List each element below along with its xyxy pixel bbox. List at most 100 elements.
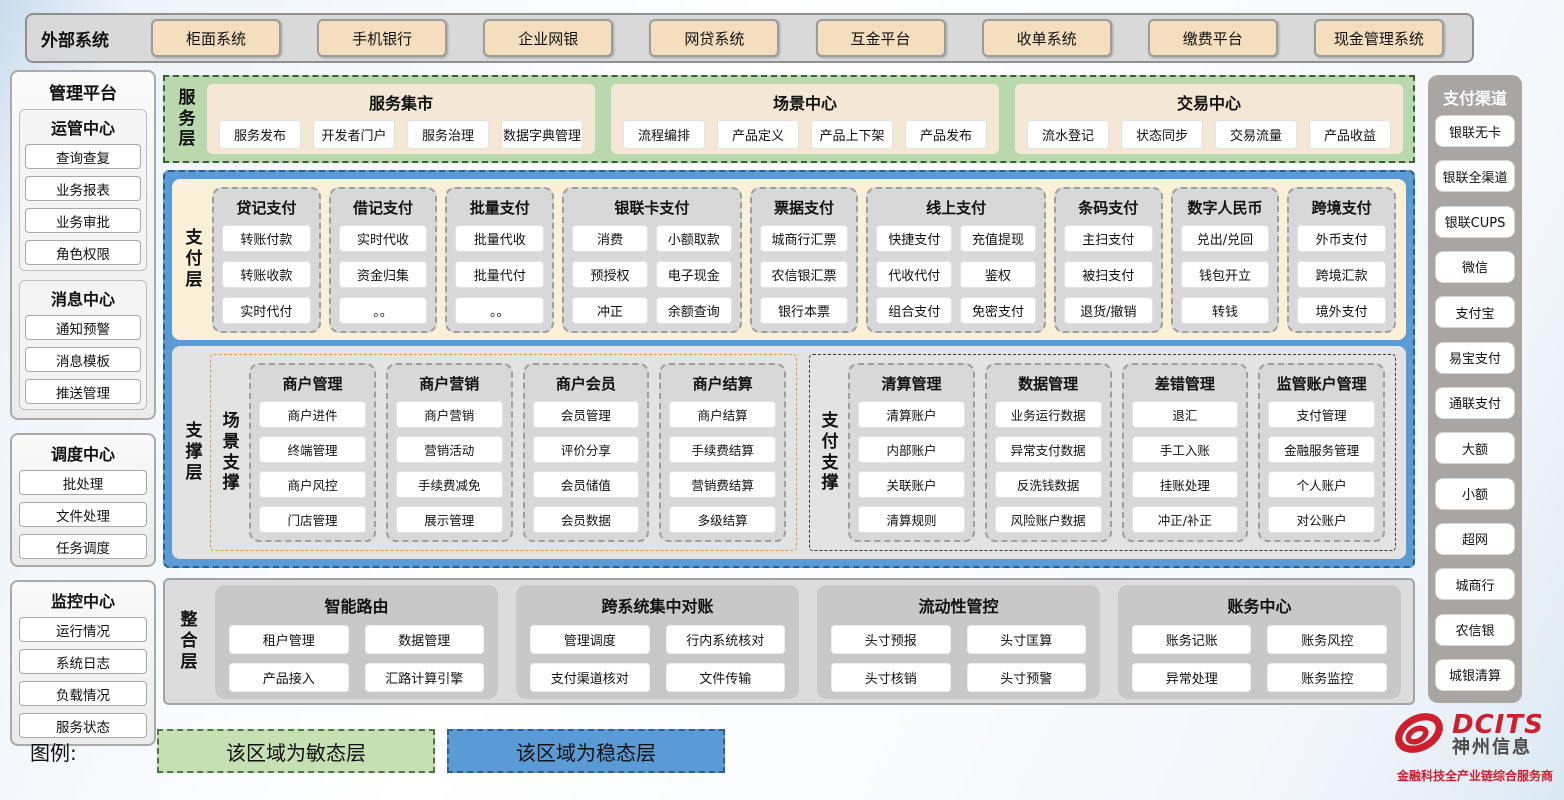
external-system-box: 互金平台 [815, 19, 946, 57]
support-column-title: 商户结算 [692, 375, 753, 393]
channel-item: 城银清算 [1435, 658, 1515, 691]
service-item: 交易流量 [1215, 120, 1298, 149]
payment-item: 境外支付 [1297, 296, 1386, 324]
management-group-title: 消息中心 [50, 290, 115, 309]
payment-item: 电子现金 [655, 260, 732, 288]
external-systems-label: 外部系统 [41, 30, 109, 51]
management-group-title: 监控中心 [50, 592, 115, 611]
payment-column: 批量支付 批量代收批量代付。。 [445, 186, 555, 333]
support-item: 营销费结算 [669, 471, 777, 498]
channel-item: 支付宝 [1435, 296, 1515, 329]
payment-item: 快捷支付 [876, 224, 953, 252]
support-column: 数据管理 业务运行数据异常支付数据反洗钱数据风险账户数据 [984, 363, 1112, 542]
management-group-items: 查询查复业务报表业务审批角色权限 [25, 144, 141, 265]
management-item: 推送管理 [25, 379, 141, 404]
support-column-title: 差错管理 [1154, 375, 1215, 393]
support-section-label: 支付支撑 [821, 411, 839, 494]
integration-item: 管理调度 [530, 624, 650, 654]
support-item: 商户结算 [669, 401, 777, 428]
support-item: 业务运行数据 [994, 401, 1102, 428]
payment-column-title: 贷记支付 [236, 198, 297, 217]
architecture-main: 服务层 服务集市 服务发布开发者门户服务治理数据字典管理 场景中心 流程编排产品… [163, 75, 1415, 705]
integration-panel: 跨系统集中对账 管理调度行内系统核对支付渠道核对文件传输 [516, 584, 800, 699]
service-item: 流水登记 [1027, 120, 1110, 149]
support-item: 支付管理 [1268, 401, 1376, 428]
logo-text: DCITS 神州信息 [1452, 711, 1544, 759]
payment-column-title: 借记支付 [353, 198, 414, 217]
legend: 图例: 该区域为敏态层 该区域为稳态层 [30, 729, 737, 773]
integration-panel-items: 租户管理数据管理产品接入汇路计算引擎 [229, 624, 485, 692]
payment-layer: 支付层 贷记支付 转账付款转账收款实时代付 借记支付 实时代收资金归集。。 [172, 179, 1406, 340]
support-column-items: 商户进件终端管理商户风控门店管理 [259, 401, 366, 533]
payment-item: 外币支付 [1297, 224, 1386, 252]
payment-column-items: 兑出/兑回钱包开立转钱 [1180, 224, 1270, 324]
support-sections: 场景支撑 商户管理 商户进件终端管理商户风控门店管理 商户营 [210, 354, 1397, 551]
logo-tagline: 金融科技全产业链综合服务商 [1396, 769, 1553, 783]
support-column-title: 监管账户管理 [1276, 375, 1367, 393]
management-group-title: 运管中心 [50, 119, 115, 138]
integration-panel-title: 账务中心 [1227, 596, 1292, 616]
management-item: 角色权限 [25, 240, 141, 265]
management-item: 业务审批 [25, 208, 141, 233]
support-item: 商户营销 [395, 401, 503, 428]
support-item: 清算账户 [858, 401, 965, 428]
external-system-box: 缴费平台 [1147, 19, 1278, 57]
management-group-items: 运行情况系统日志负载情况服务状态 [19, 617, 147, 738]
payment-item: 。。 [338, 296, 428, 324]
payment-item: 预授权 [572, 260, 648, 288]
support-column-title: 商户会员 [555, 375, 616, 393]
payment-item: 被扫支付 [1063, 260, 1153, 288]
legend-stable-layer: 该区域为稳态层 [447, 729, 725, 773]
payment-item: 转账收款 [222, 260, 311, 288]
service-item: 状态同步 [1121, 120, 1204, 149]
payment-item: 兑出/兑回 [1180, 224, 1270, 252]
payment-item: 小额取款 [655, 224, 732, 252]
support-item: 关联账户 [858, 471, 965, 498]
support-item: 手续费结算 [669, 436, 777, 463]
integration-panel-title: 跨系统集中对账 [601, 596, 714, 616]
management-item: 查询查复 [25, 144, 141, 169]
integration-layer: 整合层 智能路由 租户管理数据管理产品接入汇路计算引擎 跨系统集中对账 管理调度… [163, 578, 1415, 705]
integration-item: 行内系统核对 [665, 624, 786, 654]
support-item: 金融服务管理 [1268, 436, 1376, 463]
integration-item: 汇路计算引擎 [364, 662, 485, 692]
integration-item: 数据管理 [364, 624, 485, 654]
support-column-items: 商户结算手续费结算营销费结算多级结算 [669, 401, 777, 533]
support-column: 商户管理 商户进件终端管理商户风控门店管理 [249, 363, 376, 542]
channel-item: 大额 [1435, 432, 1515, 465]
support-item: 多级结算 [669, 506, 777, 533]
payment-column-title: 条码支付 [1078, 198, 1139, 217]
management-group: 消息中心 通知预警消息模板推送管理 [19, 280, 147, 410]
integration-panels: 智能路由 租户管理数据管理产品接入汇路计算引擎 跨系统集中对账 管理调度行内系统… [215, 584, 1401, 699]
support-column-title: 商户营销 [419, 375, 480, 393]
payment-column-title: 跨境支付 [1311, 198, 1372, 217]
service-group-title: 交易中心 [1177, 94, 1242, 113]
support-layer-label: 支撑层 [185, 421, 203, 483]
support-column-title: 商户管理 [282, 375, 343, 393]
integration-item: 文件传输 [665, 662, 786, 692]
support-section-columns: 商户管理 商户进件终端管理商户风控门店管理 商户营销 商户营销营销 [249, 363, 787, 542]
external-systems-bar: 外部系统 柜面系统手机银行企业网银网贷系统互金平台收单系统缴费平台现金管理系统 [25, 13, 1474, 63]
external-system-box: 企业网银 [483, 19, 614, 57]
payment-column-items: 实时代收资金归集。。 [338, 224, 428, 324]
payment-item: 代收代付 [876, 260, 953, 288]
payment-item: 转钱 [1180, 296, 1270, 324]
support-column-items: 清算账户内部账户关联账户清算规则 [858, 401, 965, 533]
support-item: 商户风控 [259, 471, 366, 498]
payment-column-title: 数字人民币 [1187, 198, 1263, 217]
management-item: 运行情况 [19, 617, 147, 642]
external-system-box: 收单系统 [981, 19, 1112, 57]
external-system-box: 现金管理系统 [1313, 19, 1444, 57]
management-item: 服务状态 [19, 713, 147, 738]
support-column-items: 业务运行数据异常支付数据反洗钱数据风险账户数据 [994, 401, 1102, 533]
service-item: 产品定义 [717, 120, 800, 149]
integration-item: 头寸预警 [966, 662, 1086, 692]
payment-column: 线上支付 快捷支付充值提现代收代付鉴权组合支付免密支付 [866, 186, 1046, 333]
payment-item: 充值提现 [960, 224, 1036, 252]
logo-company-name: 神州信息 [1452, 737, 1532, 759]
payment-column: 银联卡支付 消费小额取款预授权电子现金冲正余额查询 [562, 186, 742, 333]
support-item: 手工入账 [1131, 436, 1239, 463]
payment-columns: 贷记支付 转账付款转账收款实时代付 借记支付 实时代收资金归集。。 批量支付 [212, 186, 1396, 333]
integration-panel-items: 头寸预报头寸匡算头寸核销头寸预警 [831, 624, 1086, 692]
